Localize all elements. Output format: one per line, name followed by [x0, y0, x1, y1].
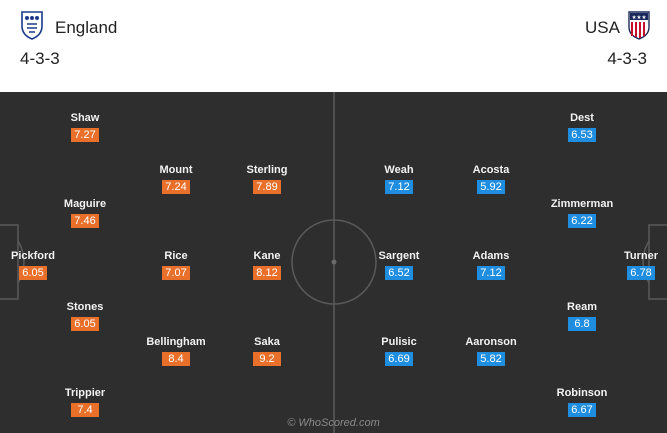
player-name: Trippier: [64, 387, 106, 399]
player-rating: 7.27: [71, 128, 99, 142]
player-name: Pickford: [10, 250, 55, 262]
player-rating: 7.12: [385, 180, 413, 194]
player-rating: 7.89: [253, 180, 281, 194]
player-name: Saka: [254, 336, 280, 348]
player-rating: 6.05: [71, 317, 99, 331]
player-rating: 7.12: [477, 266, 505, 280]
player-dest[interactable]: Dest 6.53: [542, 112, 622, 143]
player-pickford[interactable]: Pickford 6.05: [0, 250, 73, 281]
player-rating: 6.67: [568, 403, 596, 417]
player-name: Zimmerman: [550, 198, 614, 210]
player-rating: 7.07: [162, 266, 190, 280]
player-rating: 6.8: [568, 317, 596, 331]
player-turner[interactable]: Turner 6.78: [601, 250, 667, 281]
player-adams[interactable]: Adams 7.12: [451, 250, 531, 281]
player-name: Stones: [66, 301, 104, 313]
player-rating: 7.24: [162, 180, 190, 194]
pitch: Pickford 6.05 Shaw 7.27 Maguire 7.46 Sto…: [0, 92, 667, 433]
watermark: © WhoScored.com: [287, 417, 380, 429]
player-maguire[interactable]: Maguire 7.46: [45, 198, 125, 229]
player-name: Weah: [384, 164, 414, 176]
player-rating: 8.12: [253, 266, 281, 280]
player-name: Pulisic: [381, 336, 417, 348]
player-saka[interactable]: Saka 9.2: [227, 336, 307, 367]
player-name: Aaronson: [465, 336, 517, 348]
player-pulisic[interactable]: Pulisic 6.69: [359, 336, 439, 367]
player-name: Sargent: [378, 250, 420, 262]
player-ream[interactable]: Ream 6.8: [542, 301, 622, 332]
player-name: Ream: [567, 301, 597, 313]
player-name: Acosta: [472, 164, 510, 176]
player-mount[interactable]: Mount 7.24: [136, 164, 216, 195]
player-sargent[interactable]: Sargent 6.52: [359, 250, 439, 281]
home-team-name: England: [55, 18, 118, 37]
england-crest-icon: [21, 11, 43, 40]
player-stones[interactable]: Stones 6.05: [45, 301, 125, 332]
player-name: Kane: [253, 250, 281, 262]
player-rating: 5.82: [477, 352, 505, 366]
match-header: England 4-3-3 USA ★★★ 4-3-3: [0, 0, 667, 92]
player-name: Rice: [164, 250, 188, 262]
player-rating: 9.2: [253, 352, 281, 366]
player-sterling[interactable]: Sterling 7.89: [227, 164, 307, 195]
player-rating: 6.22: [568, 214, 596, 228]
usa-crest-icon: ★★★: [628, 11, 650, 40]
player-name: Bellingham: [146, 336, 206, 348]
player-rating: 6.53: [568, 128, 596, 142]
svg-text:★★★: ★★★: [632, 15, 647, 21]
player-name: Dest: [570, 112, 594, 124]
player-aaronson[interactable]: Aaronson 5.82: [451, 336, 531, 367]
player-rating: 5.92: [477, 180, 505, 194]
player-rating: 6.69: [385, 352, 413, 366]
player-rating: 6.78: [627, 266, 655, 280]
player-rating: 6.52: [385, 266, 413, 280]
away-team-name: USA: [585, 18, 620, 37]
player-kane[interactable]: Kane 8.12: [227, 250, 307, 281]
away-formation: 4-3-3: [607, 49, 647, 68]
player-rice[interactable]: Rice 7.07: [136, 250, 216, 281]
player-name: Robinson: [556, 387, 608, 399]
player-name: Adams: [472, 250, 510, 262]
player-robinson[interactable]: Robinson 6.67: [542, 387, 622, 418]
pitch-lines: [0, 92, 667, 433]
player-bellingham[interactable]: Bellingham 8.4: [136, 336, 216, 367]
player-name: Maguire: [63, 198, 107, 210]
player-rating: 7.46: [71, 214, 99, 228]
player-name: Shaw: [70, 112, 100, 124]
player-weah[interactable]: Weah 7.12: [359, 164, 439, 195]
player-rating: 7.4: [71, 403, 99, 417]
player-zimmerman[interactable]: Zimmerman 6.22: [526, 198, 638, 229]
player-name: Sterling: [246, 164, 288, 176]
player-shaw[interactable]: Shaw 7.27: [45, 112, 125, 143]
player-acosta[interactable]: Acosta 5.92: [451, 164, 531, 195]
player-trippier[interactable]: Trippier 7.4: [45, 387, 125, 418]
home-formation: 4-3-3: [20, 49, 60, 68]
player-name: Mount: [159, 164, 193, 176]
player-rating: 8.4: [162, 352, 190, 366]
player-name: Turner: [623, 250, 659, 262]
player-rating: 6.05: [19, 266, 47, 280]
